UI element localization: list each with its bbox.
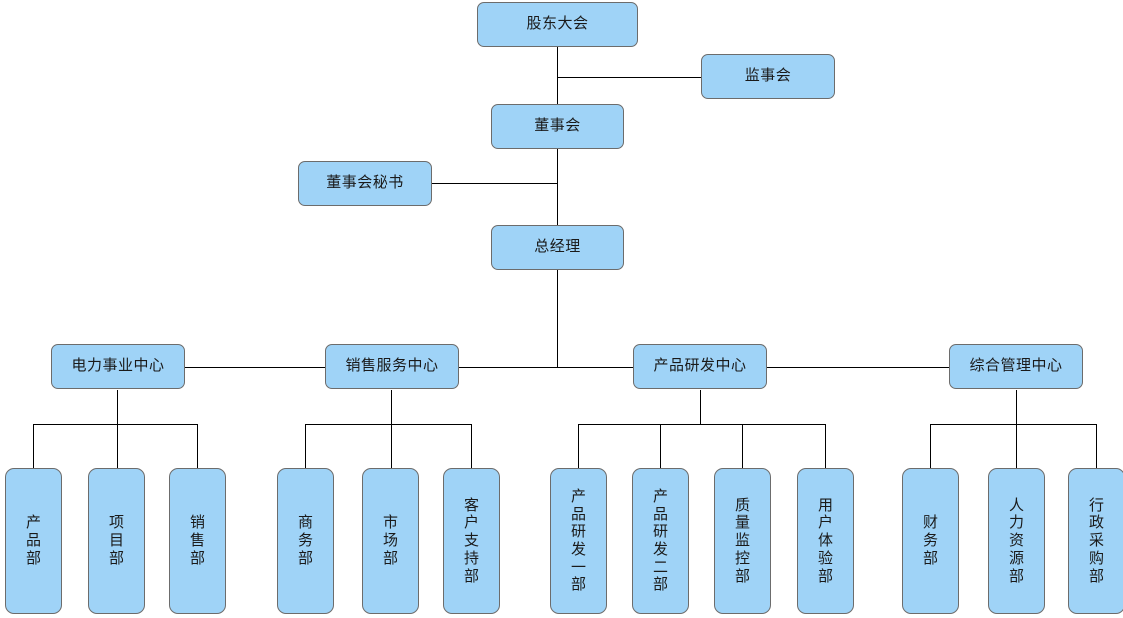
connector-rd-drop-4 <box>825 424 826 468</box>
connector-admin-stem <box>1016 390 1017 424</box>
node-dept-rd-one[interactable]: 产品研发一部 <box>550 468 607 614</box>
node-label: 电力事业中心 <box>71 357 165 375</box>
node-dept-finance[interactable]: 财务部 <box>902 468 959 614</box>
node-center-product-rd[interactable]: 产品研发中心 <box>633 344 767 389</box>
connector-power-drop-3 <box>197 424 198 468</box>
node-label: 销售部 <box>190 514 206 567</box>
node-label: 行政采购部 <box>1089 496 1105 585</box>
node-label: 产品研发一部 <box>571 487 587 594</box>
node-label: 客户支持部 <box>464 496 480 585</box>
node-label: 市场部 <box>383 514 399 567</box>
connector-power-drop-1 <box>33 424 34 468</box>
node-board-of-directors[interactable]: 董事会 <box>491 104 624 149</box>
node-dept-admin-purchasing[interactable]: 行政采购部 <box>1068 468 1123 614</box>
node-dept-quality[interactable]: 质量监控部 <box>714 468 771 614</box>
node-supervisory-board[interactable]: 监事会 <box>701 54 835 99</box>
node-label: 用户体验部 <box>818 496 834 585</box>
node-center-sales-service[interactable]: 销售服务中心 <box>325 344 459 389</box>
connector-shareholders-to-board <box>557 43 558 105</box>
node-label: 产品研发中心 <box>653 357 747 375</box>
node-dept-rd-two[interactable]: 产品研发二部 <box>632 468 689 614</box>
node-label: 股东大会 <box>526 15 589 33</box>
node-dept-customer-support[interactable]: 客户支持部 <box>443 468 500 614</box>
node-label: 产品部 <box>26 514 42 567</box>
node-general-manager[interactable]: 总经理 <box>491 225 624 270</box>
connector-rd-stem <box>700 390 701 424</box>
node-label: 销售服务中心 <box>345 357 439 375</box>
node-label: 项目部 <box>109 514 125 567</box>
connector-sales-drop-2 <box>391 424 392 468</box>
connector-rd-drop-3 <box>742 424 743 468</box>
connector-board-to-secretary <box>432 183 558 184</box>
connector-gm-to-centers <box>557 270 558 367</box>
node-label: 总经理 <box>534 238 581 256</box>
node-label: 质量监控部 <box>735 496 751 585</box>
node-label: 董事会 <box>534 117 581 135</box>
connector-rd-bus <box>578 424 826 425</box>
connector-admin-bus <box>930 424 1097 425</box>
node-label: 监事会 <box>744 67 792 85</box>
connector-power-bus <box>33 424 198 425</box>
node-label: 人力资源部 <box>1009 496 1025 585</box>
node-label: 商务部 <box>298 514 314 567</box>
node-label: 董事会秘书 <box>326 174 404 192</box>
connector-power-drop-2 <box>117 424 118 468</box>
node-shareholders-meeting[interactable]: 股东大会 <box>477 2 638 47</box>
node-dept-market[interactable]: 市场部 <box>362 468 419 614</box>
connector-power-stem <box>117 390 118 424</box>
node-center-power[interactable]: 电力事业中心 <box>51 344 185 389</box>
node-label: 产品研发二部 <box>653 487 669 594</box>
node-dept-sales[interactable]: 销售部 <box>169 468 226 614</box>
node-dept-business[interactable]: 商务部 <box>277 468 334 614</box>
connector-admin-drop-1 <box>930 424 931 468</box>
connector-board-to-gm <box>557 149 558 226</box>
node-label: 综合管理中心 <box>969 357 1063 375</box>
connector-shareholders-to-supervisory <box>557 77 701 78</box>
node-center-general-admin[interactable]: 综合管理中心 <box>949 344 1083 389</box>
connector-sales-drop-3 <box>471 424 472 468</box>
node-dept-project[interactable]: 项目部 <box>88 468 145 614</box>
connector-centers-bus <box>185 367 950 368</box>
connector-sales-drop-1 <box>305 424 306 468</box>
connector-sales-bus <box>305 424 471 425</box>
node-dept-user-experience[interactable]: 用户体验部 <box>797 468 854 614</box>
node-dept-hr[interactable]: 人力资源部 <box>988 468 1045 614</box>
node-dept-product[interactable]: 产品部 <box>5 468 62 614</box>
connector-rd-drop-2 <box>660 424 661 468</box>
connector-admin-drop-2 <box>1016 424 1017 468</box>
connector-sales-stem <box>391 390 392 424</box>
node-label: 财务部 <box>923 514 939 567</box>
node-board-secretary[interactable]: 董事会秘书 <box>298 161 432 206</box>
connector-admin-drop-3 <box>1096 424 1097 468</box>
connector-rd-drop-1 <box>578 424 579 468</box>
